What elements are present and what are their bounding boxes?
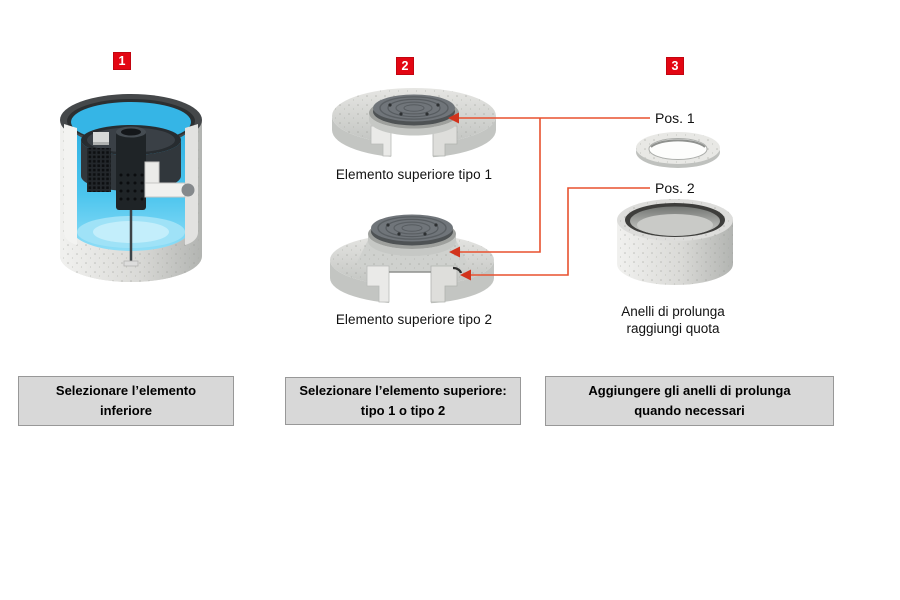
pos-2-label: Pos. 2 xyxy=(655,180,695,196)
caption-step-3: Aggiungere gli anelli di prolunga quando… xyxy=(545,376,834,426)
caption-step-1-line-2: inferiore xyxy=(99,403,152,418)
tall-ring-illustration xyxy=(617,199,733,285)
caption-step-2-line-1: Selezionare l’elemento superiore: xyxy=(299,383,507,398)
step-1-badge: 1 xyxy=(113,52,131,70)
top-element-type2-label: Elemento superiore tipo 2 xyxy=(335,312,493,327)
step-3-badge: 3 xyxy=(666,57,684,75)
top-element-type1-illustration xyxy=(332,88,496,164)
pos-1-label: Pos. 1 xyxy=(655,110,695,126)
thin-ring-illustration xyxy=(636,132,720,168)
caption-step-2-line-2: tipo 1 o tipo 2 xyxy=(360,403,446,418)
caption-step-1: Selezionare l’elemento inferiore xyxy=(18,376,234,426)
top-element-type2-illustration xyxy=(330,213,494,308)
caption-step-1-line-1: Selezionare l’elemento xyxy=(55,383,197,398)
note-line-2: raggiungi quota xyxy=(626,321,720,336)
top-element-type1-label: Elemento superiore tipo 1 xyxy=(335,167,493,182)
caption-step-3-line-2: quando necessari xyxy=(634,403,745,418)
caption-step-3-line-1: Aggiungere gli anelli di prolunga xyxy=(588,383,791,398)
extension-rings-note: Anelli di prolunga raggiungi quota xyxy=(602,303,744,337)
caption-step-2: Selezionare l’elemento superiore: tipo 1… xyxy=(285,377,521,425)
bottom-element-tank-illustration xyxy=(60,94,202,282)
step-2-badge: 2 xyxy=(396,57,414,75)
note-line-1: Anelli di prolunga xyxy=(621,304,725,319)
